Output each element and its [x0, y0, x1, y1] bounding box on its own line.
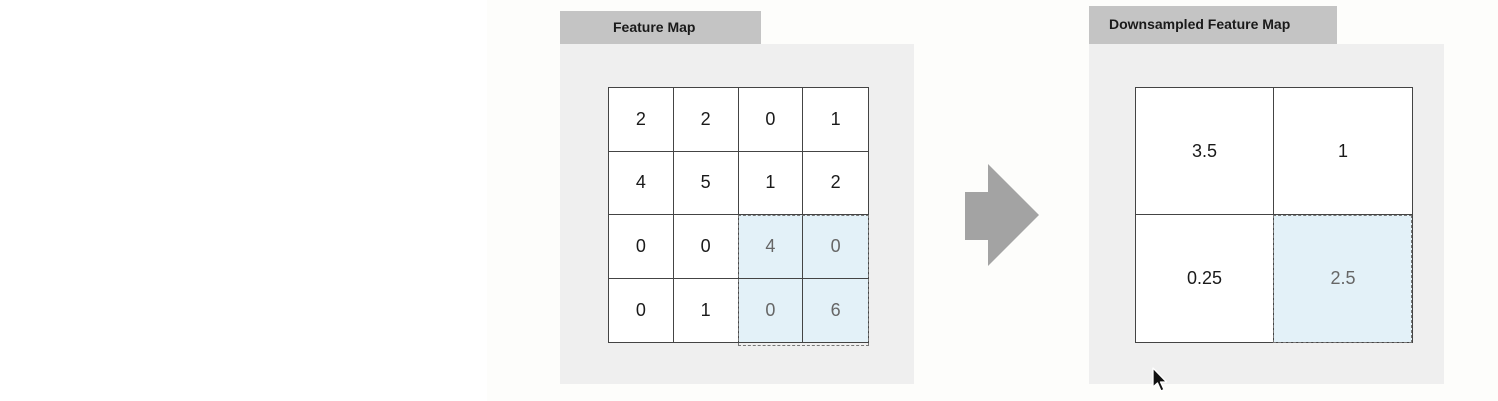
downsampled-map-cell-r2-c2: 2.5: [1274, 215, 1412, 342]
feature-map-cell-r2-c2: 5: [673, 151, 739, 215]
downsampled-map-title: Downsampled Feature Map: [1089, 6, 1337, 44]
feature-map-cell-r4-c2: 1: [674, 278, 739, 342]
feature-map-cell-r3-c3: 4: [738, 215, 804, 279]
downsampled-map-cell-r1-c2: 1: [1274, 88, 1412, 215]
feature-map-title: Feature Map: [560, 11, 761, 44]
feature-map-cell-r1-c3: 0: [738, 88, 804, 152]
feature-map-cell-r2-c1: 4: [609, 151, 674, 215]
feature-map-cell-r3-c1: 0: [609, 215, 674, 279]
feature-map-cell-r1-c1: 2: [609, 88, 674, 152]
feature-map-cell-r4-c1: 0: [609, 278, 674, 342]
feature-map-cell-r4-c3: 0: [738, 278, 804, 342]
feature-map-cell-r2-c4: 2: [803, 152, 868, 215]
feature-map-cell-r3-c4: 0: [803, 215, 868, 279]
feature-map-cell-r3-c2: 0: [673, 215, 739, 279]
downsampled-map-cell-r1-c1: 3.5: [1136, 88, 1274, 215]
downsampled-map-cell-r2-c1: 0.25: [1136, 215, 1274, 342]
feature-map-cell-r4-c4: 6: [803, 278, 868, 342]
feature-map-cell-r1-c2: 2: [673, 88, 739, 152]
mouse-pointer-icon: [1152, 367, 1168, 392]
feature-map-cell-r2-c3: 1: [738, 151, 804, 215]
feature-map-cell-r1-c4: 1: [803, 88, 868, 152]
arrow-right-icon: [965, 164, 1039, 266]
